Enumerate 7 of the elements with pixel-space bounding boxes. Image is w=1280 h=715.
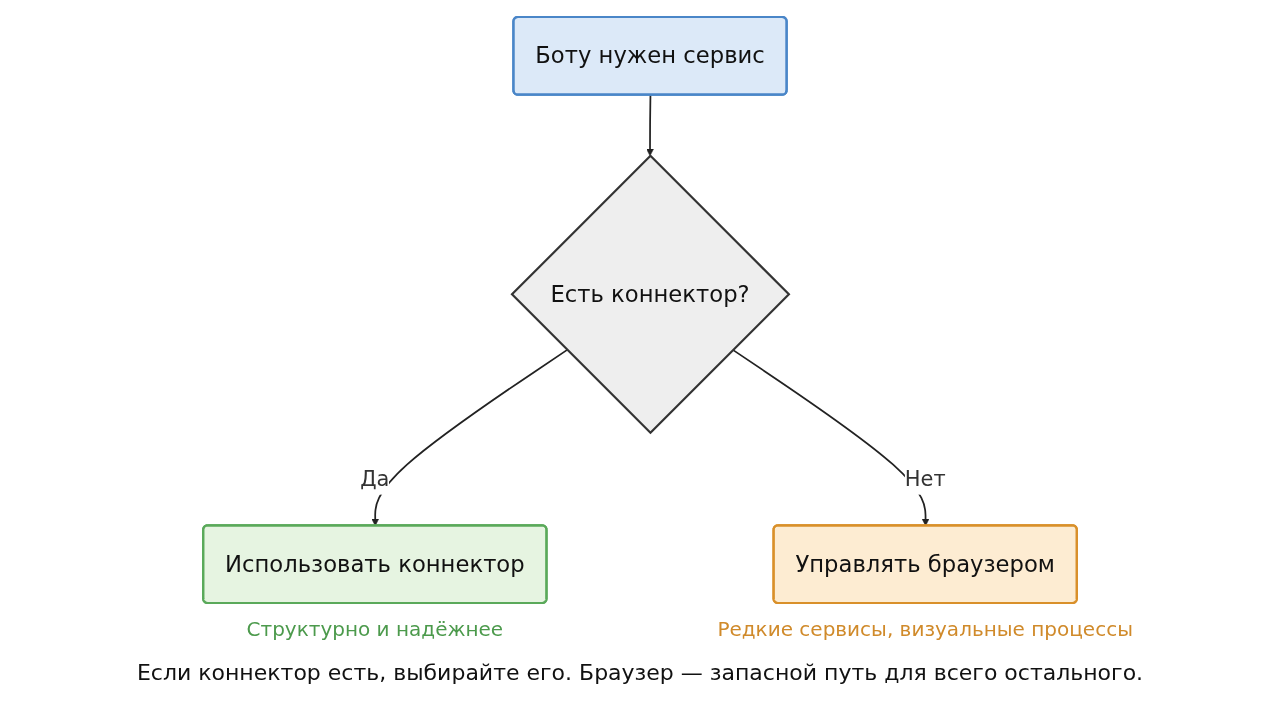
node-note: Редкие сервисы, визуальные процессы — [717, 617, 1133, 641]
caption: Если коннектор есть, выбирайте его. Браузер — запасной путь для всего остального. — [135, 660, 1145, 685]
arrow — [646, 94, 654, 157]
node-diamond: Есть коннектор? — [510, 154, 791, 435]
edge-label: Да — [360, 466, 390, 492]
node-note: Структурно и надёжнее — [246, 617, 504, 641]
edge-label: Нет — [904, 466, 946, 492]
